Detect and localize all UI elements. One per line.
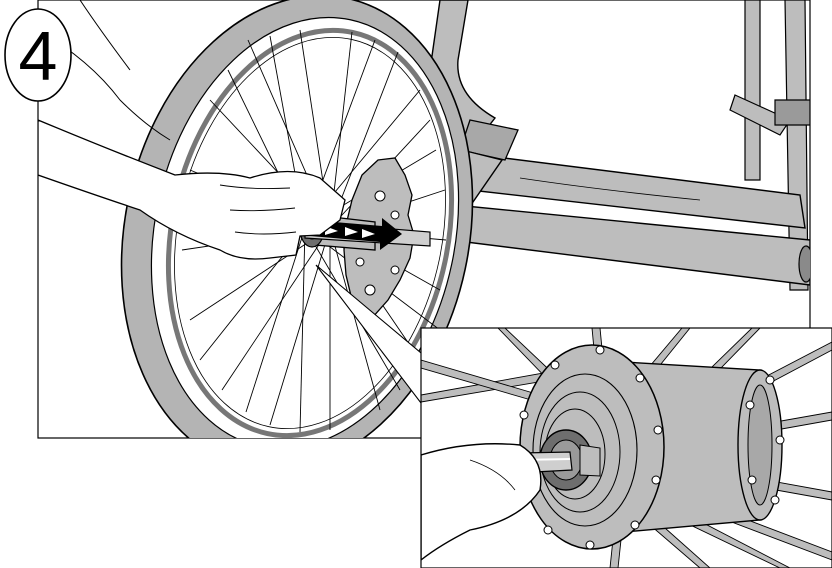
inset-frame: [420, 327, 832, 568]
detail-inset: [420, 327, 832, 568]
inset-hub-body: [589, 359, 785, 536]
step-number: 4: [19, 17, 58, 95]
inset-finger: [421, 443, 542, 561]
step-badge: 4: [4, 8, 72, 102]
